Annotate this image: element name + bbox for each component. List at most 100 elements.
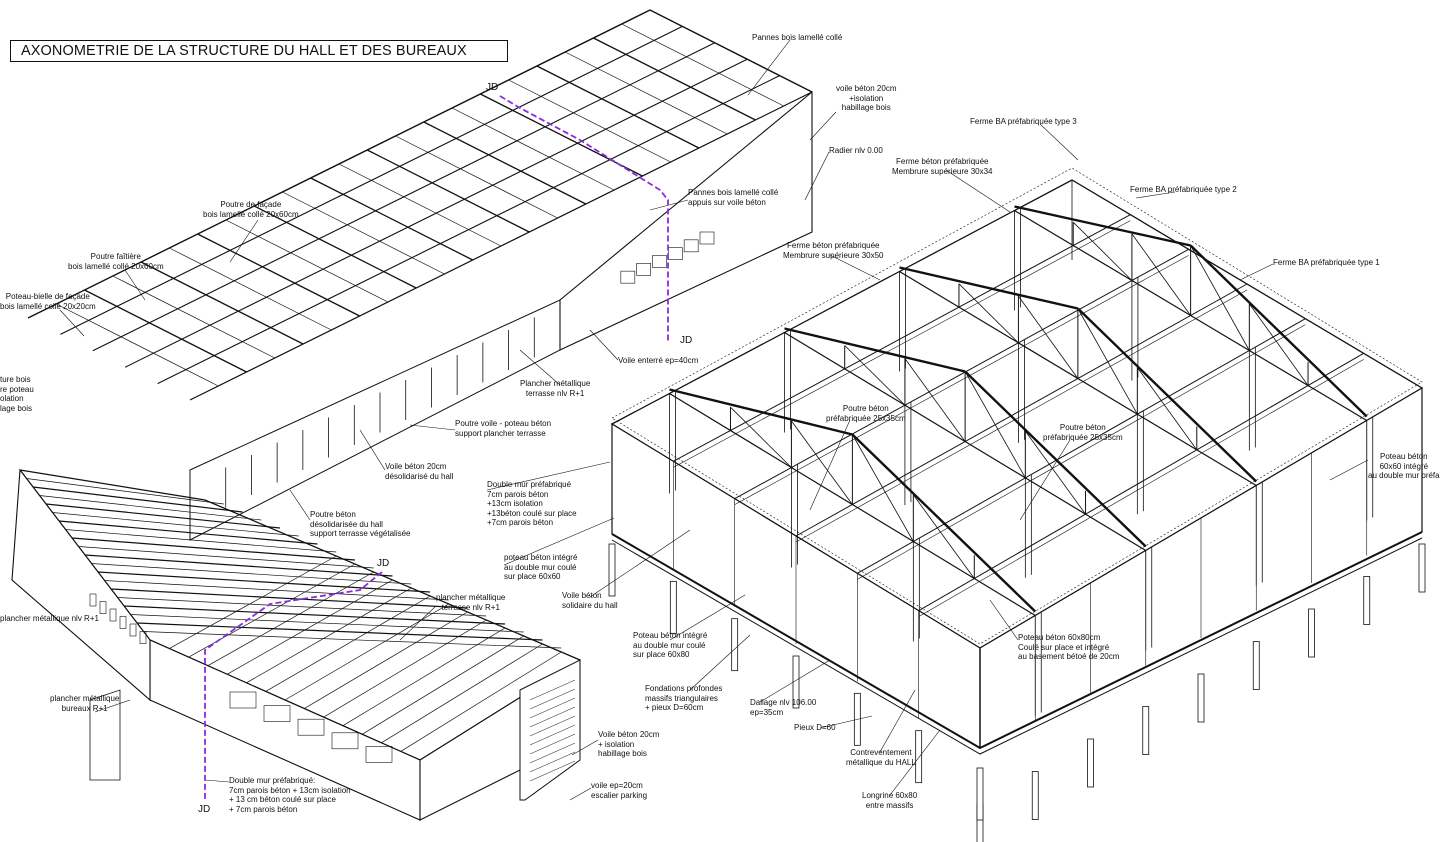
purlin — [58, 520, 318, 545]
purlin — [226, 579, 393, 675]
label-line: +isolation — [849, 93, 884, 103]
purlin — [361, 635, 524, 735]
label-line: Ferme béton préfabriquée — [787, 241, 880, 250]
truss-top-chord — [669, 388, 853, 436]
leader-line — [989, 599, 1019, 641]
pile — [1087, 738, 1094, 788]
truss-top-chord — [851, 433, 1037, 613]
purlin — [45, 503, 281, 529]
truss-web — [1025, 430, 1086, 515]
leader-line — [59, 309, 85, 337]
stair-step — [529, 715, 576, 737]
purlin — [423, 121, 587, 205]
label-line: poteau béton intégré — [504, 553, 578, 562]
secondary-beam — [857, 318, 1306, 574]
purlin — [284, 603, 449, 701]
stair-step — [529, 679, 576, 701]
purlin — [536, 65, 700, 149]
pile — [1418, 543, 1426, 593]
purlin — [565, 51, 728, 135]
purlin — [56, 303, 219, 387]
label-plancher-metal-left: plancher métallique nlv R+1 — [0, 614, 99, 624]
label-line: Poutre voile - poteau béton — [455, 419, 552, 428]
pile — [976, 767, 984, 821]
leader-line — [689, 634, 751, 691]
purlin — [71, 537, 356, 561]
purlin — [342, 627, 506, 727]
leader-line — [889, 729, 941, 796]
secondary-beam — [857, 324, 1306, 580]
purlin — [310, 177, 474, 261]
longitudinal-beam — [157, 75, 780, 385]
label-line: terrasse nlv R+1 — [441, 602, 500, 612]
leader-line — [94, 699, 131, 713]
leader-line — [589, 529, 691, 598]
leader-line — [571, 739, 599, 756]
label-pannes-lamelle: Pannes bois lamellé collé — [752, 33, 842, 43]
label-line: olation — [0, 394, 24, 403]
stair-step — [529, 706, 576, 728]
leader-line — [804, 151, 830, 201]
label-line: voile ep=20cm — [591, 781, 643, 790]
purlin — [508, 79, 671, 163]
purlin — [26, 478, 224, 505]
purlin — [225, 219, 389, 303]
label-line: + 13 cm béton coulé sur place — [229, 795, 336, 804]
truss-web — [844, 345, 906, 406]
label-line: appuis sur voile béton — [688, 197, 766, 207]
pile — [1252, 641, 1260, 690]
label-line: Double mur préfabriqué — [487, 480, 572, 489]
label-line: 7cm parois béton — [487, 489, 549, 499]
leader-line — [486, 461, 611, 491]
pile — [1363, 576, 1371, 625]
leader-line — [289, 489, 311, 521]
purlin — [65, 529, 337, 553]
drawing-title: AXONOMETRIE DE LA STRUCTURE DU HALL ET D… — [10, 40, 508, 62]
purlin — [381, 643, 543, 744]
label-line: Ferme béton préfabriquée — [896, 157, 989, 166]
truss-web — [1190, 245, 1250, 351]
label-line: Poutre faîtière — [90, 252, 141, 261]
label-line: Poteau béton — [1380, 452, 1428, 461]
longitudinal-beam — [60, 25, 683, 335]
label-line: plancher métallique — [436, 593, 506, 602]
window — [139, 631, 147, 644]
label-line: désolidarisée du hall — [310, 519, 383, 529]
window — [263, 705, 291, 722]
label-line: ep=35cm — [750, 707, 784, 717]
label-line: au double mur coulé — [504, 562, 577, 572]
label-line: solidaire du hall — [562, 600, 618, 610]
label-voile-enterre: Voile enterré ep=40cm — [618, 356, 698, 366]
purlin — [480, 93, 643, 177]
purlin — [323, 619, 487, 718]
secondary-beam — [918, 359, 1364, 617]
window — [636, 263, 651, 276]
window — [683, 239, 699, 253]
purlin — [593, 37, 756, 121]
purlin — [32, 486, 243, 513]
purlin — [304, 611, 468, 709]
upper-wing-end-wall — [559, 90, 813, 351]
label-line: désolidarisé du hall — [385, 471, 454, 481]
purlin — [78, 546, 374, 569]
label-line: Membrure supérieure 30x50 — [783, 250, 884, 260]
purlin — [169, 555, 337, 649]
window — [129, 623, 137, 637]
purlin — [451, 107, 615, 191]
label-line: au double mur préfa — [1368, 471, 1440, 480]
leader-line — [829, 254, 881, 281]
label-line: massifs triangulaires — [645, 693, 718, 703]
longitudinal-beam — [124, 58, 748, 368]
